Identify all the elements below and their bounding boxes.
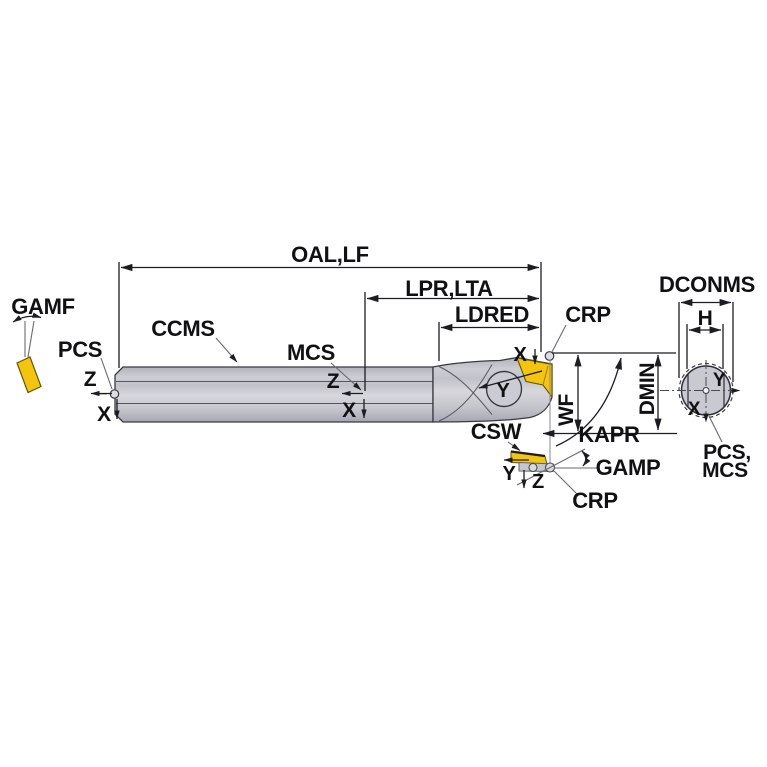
end-view-axis-x-label: X bbox=[688, 399, 701, 420]
label-oal-lf: OAL,LF bbox=[291, 242, 369, 267]
shank-body bbox=[114, 366, 434, 423]
label-gamp: GAMP bbox=[596, 455, 661, 480]
label-pcs: PCS bbox=[58, 337, 102, 362]
label-pcs-mcs-line1: PCS, bbox=[703, 441, 751, 464]
crp-bottom-leader bbox=[553, 470, 578, 495]
label-ccms: CCMS bbox=[151, 316, 215, 341]
left-axis-z-label: Z bbox=[84, 368, 97, 391]
insert-side-view: Y Z GAMP CRP CSW bbox=[471, 419, 661, 513]
cone-silhouette-line-2 bbox=[438, 364, 493, 422]
head-axis-y-label: Y bbox=[496, 380, 510, 402]
cone-silhouette-line-1 bbox=[438, 366, 493, 415]
mid-axis-z-label: Z bbox=[327, 370, 340, 393]
dimension-dmin: DMIN bbox=[636, 354, 662, 431]
label-crp-top: CRP bbox=[565, 302, 611, 327]
cutting-insert bbox=[516, 357, 553, 399]
left-axis-x-label: X bbox=[97, 403, 111, 426]
mcs-callout: MCS Z X bbox=[287, 340, 367, 422]
clamp-screw-circle bbox=[485, 370, 523, 408]
label-mcs: MCS bbox=[287, 340, 335, 365]
label-dconms: DCONMS bbox=[659, 272, 755, 297]
ccms-callout: CCMS bbox=[151, 316, 238, 363]
mcs-leader bbox=[330, 362, 362, 391]
insert-side-screw-point bbox=[528, 462, 538, 473]
gamf-slant-line bbox=[27, 320, 35, 358]
crp-top-leader bbox=[551, 324, 567, 353]
gamp-angle-arc bbox=[581, 450, 591, 467]
tip-reference-geometry bbox=[542, 352, 677, 463]
label-kapr: KAPR bbox=[578, 422, 640, 447]
gamf-detail: GAMF bbox=[11, 294, 75, 394]
insert-side-top-edge bbox=[510, 450, 546, 458]
head-axis-y-arrow bbox=[478, 370, 543, 389]
dmin-arc bbox=[555, 357, 622, 447]
label-h: H bbox=[698, 307, 713, 330]
callout-crp-top: CRP bbox=[551, 302, 611, 353]
label-lpr-lta: LPR,LTA bbox=[405, 276, 493, 301]
head-axes: X Y bbox=[478, 344, 543, 402]
dimension-lpr-lta: LPR,LTA bbox=[364, 276, 540, 391]
label-pcs-mcs-line2: MCS bbox=[702, 459, 748, 482]
end-view-center-point bbox=[702, 387, 710, 394]
pcs-mcs-leader bbox=[708, 415, 723, 443]
shank-end-view: Y X DCONMS H PCS, MCS bbox=[659, 272, 755, 482]
dimension-wf: WF bbox=[555, 354, 582, 432]
label-wf: WF bbox=[555, 394, 578, 427]
label-csw: CSW bbox=[471, 419, 522, 444]
ccms-leader bbox=[215, 337, 238, 363]
boring-bar-shank bbox=[109, 366, 434, 423]
gamf-angle-arc bbox=[12, 312, 42, 323]
label-crp-bottom: CRP bbox=[572, 488, 618, 513]
gamf-insert bbox=[16, 356, 42, 394]
dimension-ldred: LDRED bbox=[438, 302, 540, 361]
gamp-slant-line bbox=[516, 448, 586, 486]
pcs-leader bbox=[100, 357, 113, 390]
insert-facet-line bbox=[542, 365, 549, 386]
label-ldred: LDRED bbox=[455, 302, 529, 327]
side-axis-z-label: Z bbox=[532, 471, 544, 493]
head-axis-x-label: X bbox=[513, 344, 527, 366]
label-gamf: GAMF bbox=[11, 294, 75, 319]
cutting-head bbox=[432, 351, 555, 423]
dimension-oal-lf: OAL,LF bbox=[118, 242, 542, 368]
csw-leader bbox=[507, 441, 521, 451]
mid-axis-x-label: X bbox=[342, 399, 356, 422]
label-dmin: DMIN bbox=[636, 363, 659, 415]
side-axis-y-label: Y bbox=[502, 463, 516, 485]
end-view-axis-y-label: Y bbox=[713, 370, 726, 391]
pcs-callout-left: PCS Z X bbox=[58, 337, 120, 426]
